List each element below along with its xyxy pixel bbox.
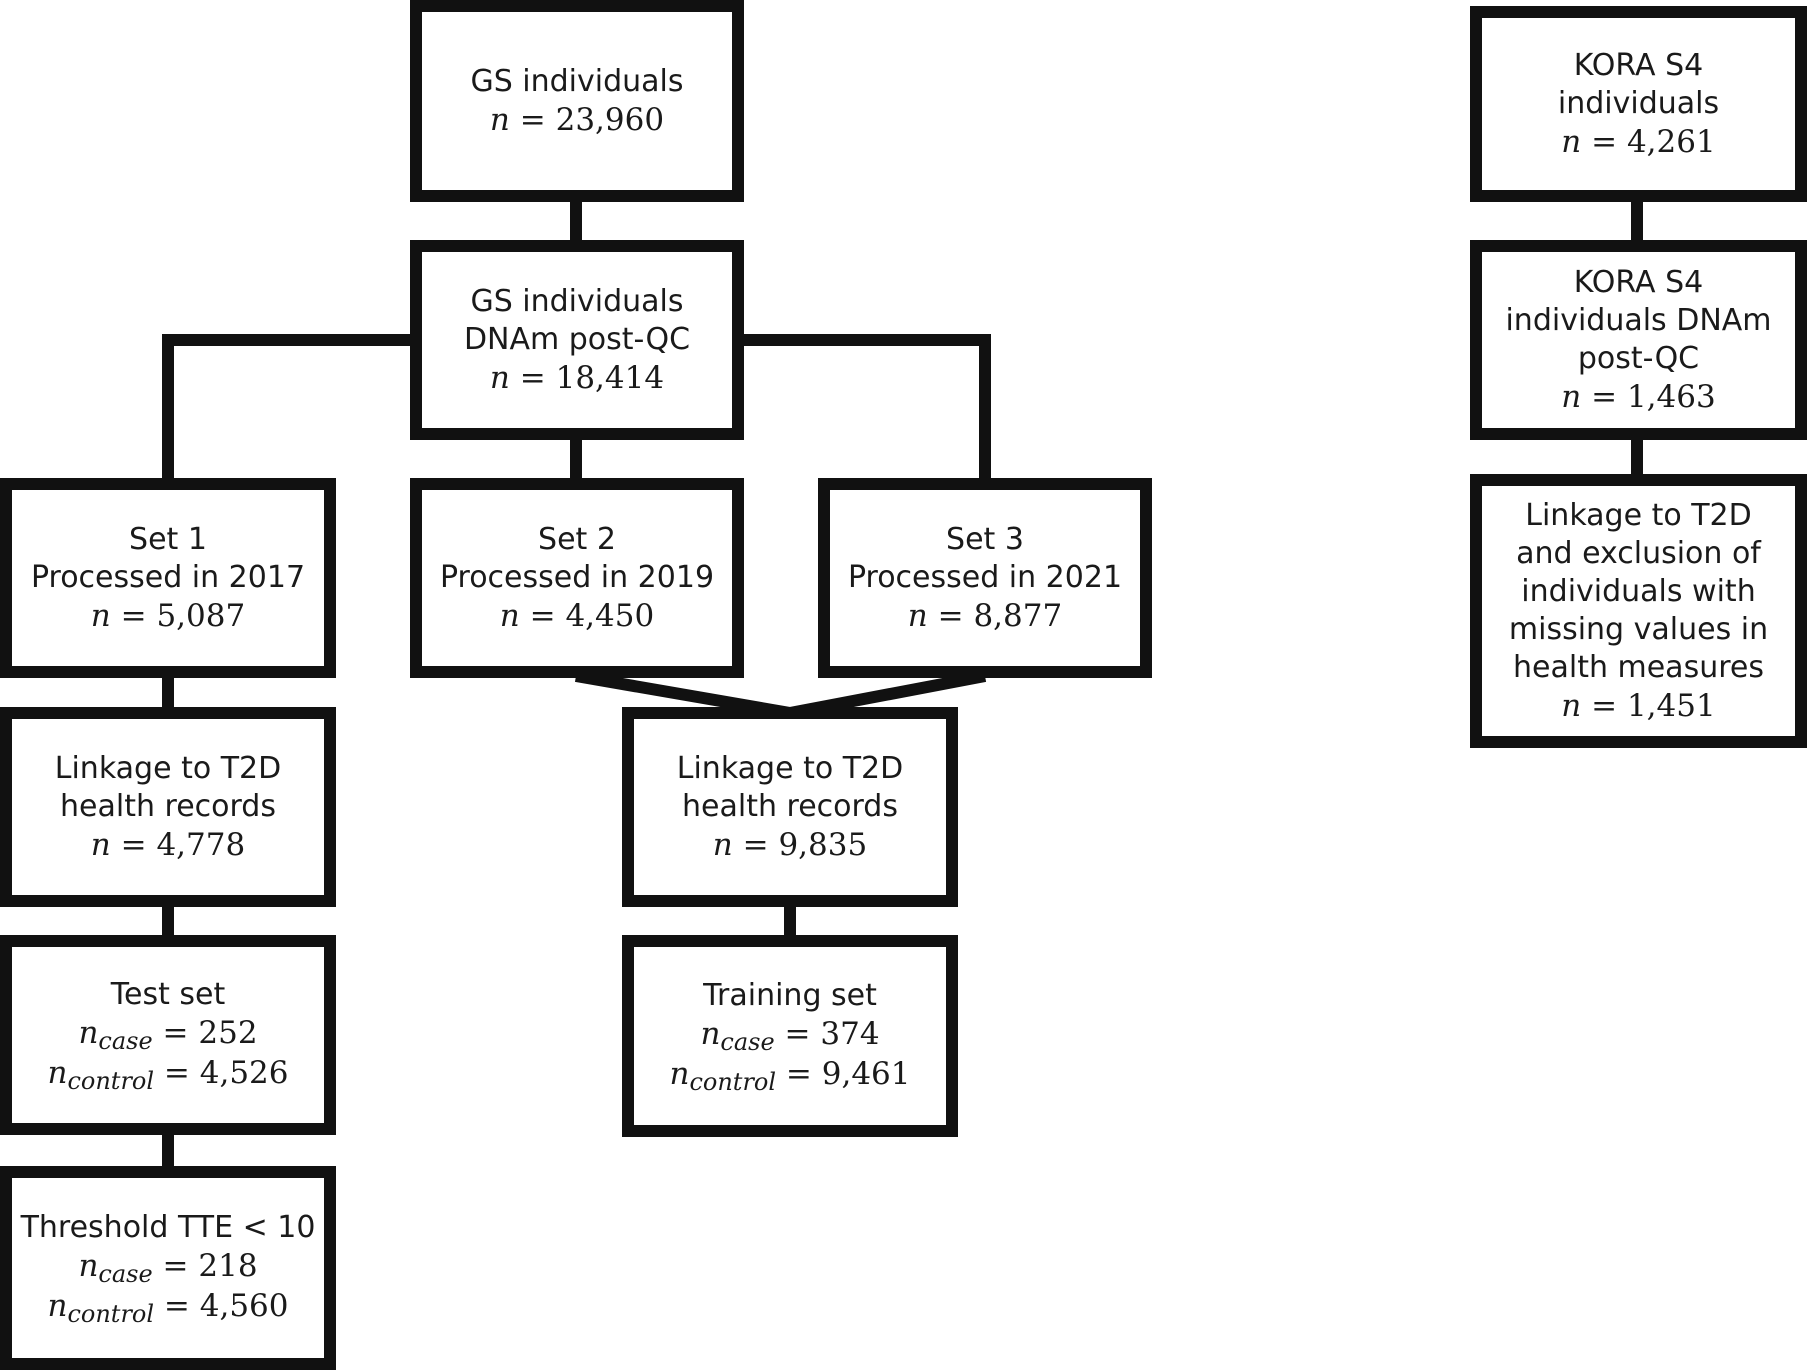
- node-title: Training set: [703, 978, 877, 1013]
- node-case-count: ncase = 252: [78, 1015, 258, 1055]
- edge-set3-to-linkmid: [788, 670, 987, 719]
- node-threshold: Threshold TTE < 10 ncase = 218 ncontrol …: [0, 1166, 336, 1370]
- node-set-3: Set 3 Processed in 2021 n = 8,877: [818, 478, 1152, 678]
- node-control-count: ncontrol = 9,461: [669, 1056, 911, 1096]
- node-line: missing values in: [1508, 612, 1769, 647]
- edge-set2-to-linkmid: [574, 670, 792, 719]
- node-line: Set 2: [538, 522, 616, 557]
- node-count: n = 1,463: [1561, 379, 1716, 415]
- edge-gsqc-to-set1: [162, 334, 410, 484]
- node-line: Processed in 2021: [847, 560, 1123, 595]
- node-title: GS individuals: [470, 64, 684, 99]
- node-line: Linkage to T2D: [1525, 498, 1752, 533]
- node-set-1: Set 1 Processed in 2017 n = 5,087: [0, 478, 336, 678]
- node-control-count: ncontrol = 4,526: [47, 1055, 289, 1095]
- node-gs-individuals: GS individuals n = 23,960: [410, 0, 744, 202]
- node-line: Linkage to T2D: [676, 751, 904, 786]
- node-count: n = 1,451: [1561, 688, 1716, 724]
- node-count: n = 5,087: [90, 598, 246, 634]
- node-line: and exclusion of: [1516, 536, 1761, 571]
- node-line: Processed in 2017: [30, 560, 306, 595]
- node-count: n = 9,835: [712, 827, 868, 863]
- node-linkage-middle: Linkage to T2D health records n = 9,835: [622, 707, 958, 907]
- node-gs-dnam-post-qc: GS individuals DNAm post-QC n = 18,414: [410, 240, 744, 440]
- node-line: DNAm post-QC: [463, 322, 691, 357]
- node-kora-linkage: Linkage to T2D and exclusion of individu…: [1470, 474, 1807, 748]
- node-line: health records: [682, 789, 898, 824]
- node-line: KORA S4: [1573, 48, 1704, 83]
- node-count: n = 4,261: [1561, 124, 1716, 160]
- node-line: Set 3: [946, 522, 1024, 557]
- node-line: post-QC: [1577, 341, 1700, 376]
- node-count: n = 4,778: [90, 827, 246, 863]
- node-count: n = 4,450: [499, 598, 655, 634]
- node-count: n = 18,414: [489, 360, 665, 396]
- node-kora-dnam-post-qc: KORA S4 individuals DNAm post-QC n = 1,4…: [1470, 240, 1807, 440]
- node-title: Test set: [110, 977, 226, 1012]
- node-line: individuals: [1557, 86, 1720, 121]
- node-line: KORA S4: [1573, 265, 1704, 300]
- node-kora-individuals: KORA S4 individuals n = 4,261: [1470, 6, 1807, 202]
- node-line: Processed in 2019: [439, 560, 715, 595]
- node-control-count: ncontrol = 4,560: [47, 1288, 289, 1328]
- node-line: health measures: [1513, 650, 1764, 685]
- node-training-set: Training set ncase = 374 ncontrol = 9,46…: [622, 935, 958, 1137]
- node-line: Set 1: [129, 522, 207, 557]
- node-line: Linkage to T2D: [54, 751, 282, 786]
- node-line: health records: [60, 789, 276, 824]
- node-line: individuals with: [1521, 574, 1756, 609]
- node-line: GS individuals: [470, 284, 684, 319]
- node-count: n = 23,960: [489, 102, 665, 138]
- node-case-count: ncase = 374: [700, 1016, 880, 1056]
- node-title: Threshold TTE < 10: [20, 1210, 316, 1245]
- node-line: individuals DNAm: [1505, 303, 1772, 338]
- node-test-set: Test set ncase = 252 ncontrol = 4,526: [0, 935, 336, 1135]
- node-linkage-left: Linkage to T2D health records n = 4,778: [0, 707, 336, 907]
- node-case-count: ncase = 218: [78, 1248, 258, 1288]
- node-count: n = 8,877: [907, 598, 1063, 634]
- node-set-2: Set 2 Processed in 2019 n = 4,450: [410, 478, 744, 678]
- edge-gsqc-to-set3: [742, 334, 991, 484]
